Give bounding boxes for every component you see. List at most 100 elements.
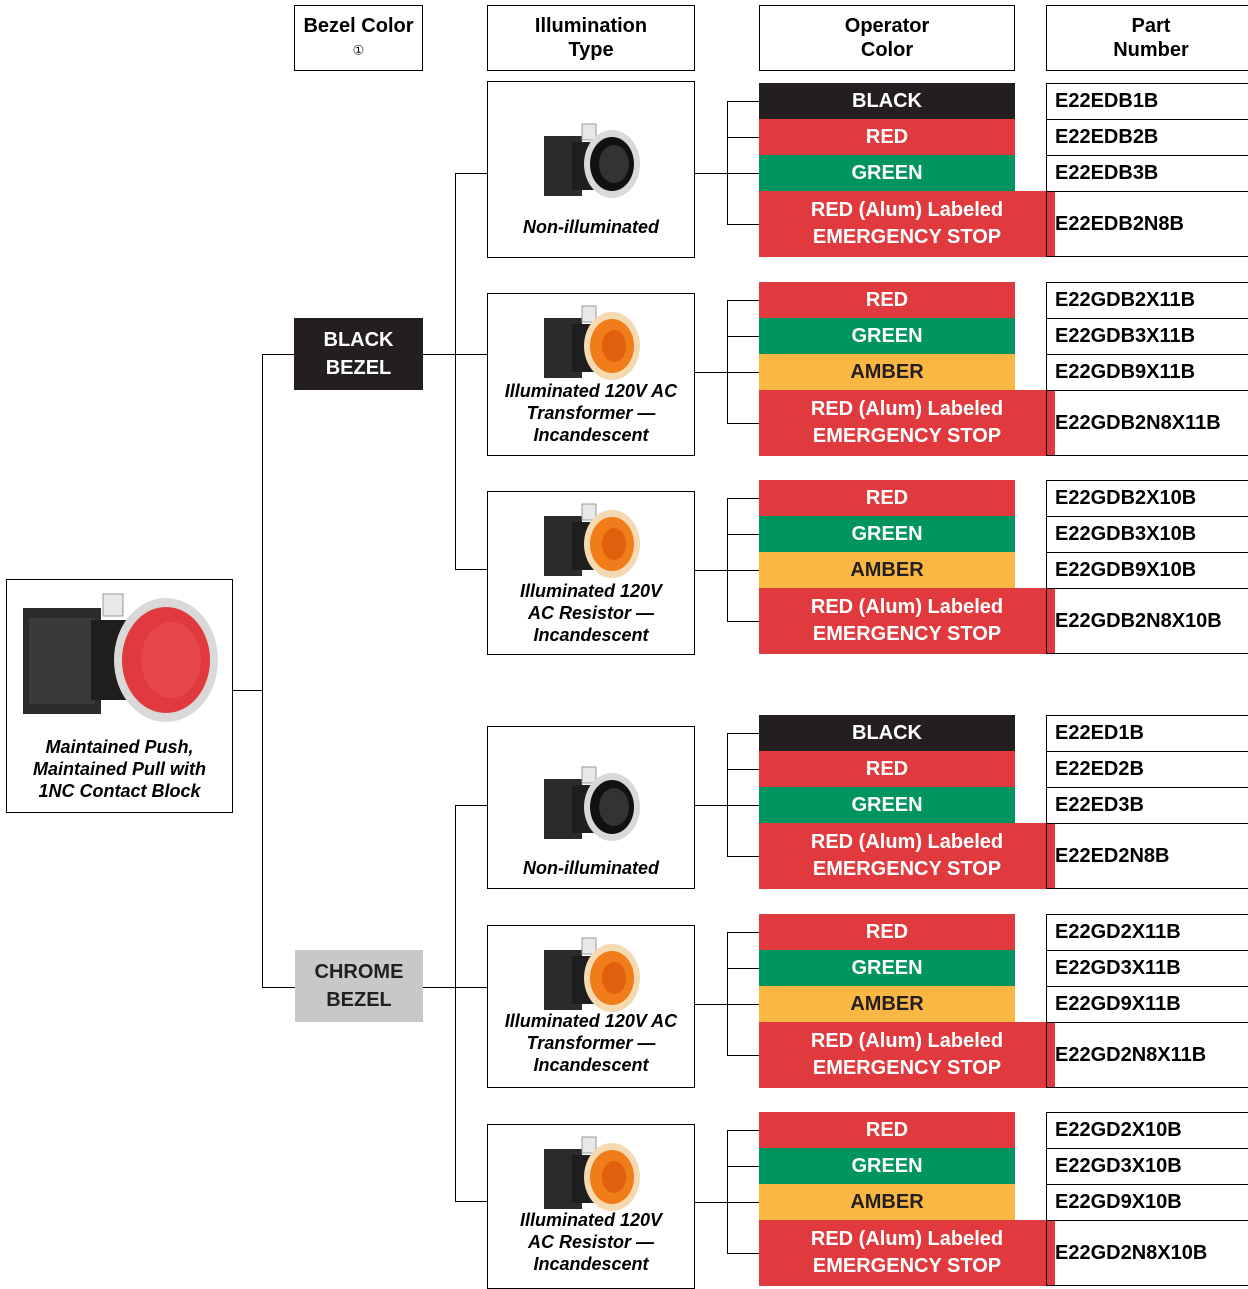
connector bbox=[455, 173, 456, 569]
connector bbox=[727, 968, 759, 969]
part-number: E22GDB3X10B bbox=[1046, 516, 1248, 552]
connector bbox=[727, 336, 759, 337]
connector bbox=[233, 690, 263, 691]
connector bbox=[727, 733, 728, 857]
operator-color-red: RED bbox=[759, 480, 1015, 516]
non-illuminated-operator-image bbox=[544, 123, 640, 198]
operator-color-emergency-stop: RED (Alum) Labeled EMERGENCY STOP bbox=[759, 390, 1055, 456]
connector bbox=[727, 101, 759, 102]
operator-color-emergency-stop: RED (Alum) Labeled EMERGENCY STOP bbox=[759, 1022, 1055, 1088]
connector bbox=[727, 300, 759, 301]
connector bbox=[727, 224, 759, 225]
part-number-group bbox=[1046, 282, 1248, 456]
operator-color-green: GREEN bbox=[759, 516, 1015, 552]
connector bbox=[695, 173, 728, 174]
connector bbox=[727, 1004, 759, 1005]
connector bbox=[727, 570, 759, 571]
part-number: E22GD2X10B bbox=[1055, 1118, 1182, 1141]
part-number: E22EDB2B bbox=[1046, 119, 1248, 155]
operator-color-green: GREEN bbox=[759, 155, 1015, 191]
operator-color-green: GREEN bbox=[759, 787, 1015, 823]
header-illumination-type: Illumination Type bbox=[487, 5, 695, 71]
part-number: E22GDB9X11B bbox=[1046, 354, 1248, 390]
connector bbox=[727, 621, 759, 622]
part-number: E22GDB2X11B bbox=[1055, 288, 1196, 311]
connector bbox=[727, 1166, 759, 1167]
connector bbox=[727, 498, 728, 622]
illumination-box: Illuminated 120V AC Resistor — Incandesc… bbox=[487, 1124, 695, 1289]
illumination-caption: Non-illuminated bbox=[523, 217, 659, 237]
connector bbox=[727, 534, 759, 535]
connector bbox=[423, 354, 456, 355]
part-number: E22GDB3X11B bbox=[1046, 318, 1248, 354]
connector bbox=[695, 1202, 728, 1203]
operator-color-amber: AMBER bbox=[759, 552, 1015, 588]
part-number: E22ED1B bbox=[1055, 721, 1144, 744]
connector bbox=[695, 1004, 728, 1005]
connector bbox=[727, 733, 759, 734]
part-number: E22GD9X10B bbox=[1046, 1184, 1248, 1220]
illuminated-operator-image bbox=[544, 503, 640, 578]
connector bbox=[727, 137, 759, 138]
connector bbox=[727, 300, 728, 424]
connector bbox=[727, 1130, 728, 1254]
illumination-box: Non-illuminated bbox=[487, 726, 695, 889]
illumination-caption: Illuminated 120V AC Resistor — Incandesc… bbox=[519, 581, 663, 645]
part-number: E22GD2N8X11B bbox=[1046, 1022, 1248, 1088]
connector bbox=[262, 354, 263, 988]
operator-color-red: RED bbox=[759, 751, 1015, 787]
connector bbox=[455, 987, 487, 988]
connector bbox=[727, 1055, 759, 1056]
part-number: E22EDB1B bbox=[1055, 89, 1159, 112]
push-pull-operator-image bbox=[23, 593, 218, 722]
operator-color-red: RED bbox=[759, 1112, 1015, 1148]
illumination-box: Illuminated 120V AC Resistor — Incandesc… bbox=[487, 491, 695, 655]
connector bbox=[727, 423, 759, 424]
connector bbox=[727, 498, 759, 499]
connector bbox=[695, 372, 728, 373]
connector bbox=[727, 769, 759, 770]
operator-color-amber: AMBER bbox=[759, 986, 1015, 1022]
part-number-group bbox=[1046, 480, 1248, 654]
operator-color-green: GREEN bbox=[759, 950, 1015, 986]
root-caption: Maintained Push, Maintained Pull with 1N… bbox=[32, 737, 206, 801]
illumination-box: Illuminated 120V AC Transformer — Incand… bbox=[487, 293, 695, 456]
connector bbox=[262, 987, 295, 988]
operator-color-red: RED bbox=[759, 914, 1015, 950]
part-number-group bbox=[1046, 914, 1248, 1088]
part-number: E22ED3B bbox=[1046, 787, 1248, 823]
illuminated-operator-image bbox=[544, 1136, 640, 1211]
connector bbox=[695, 805, 728, 806]
connector bbox=[727, 932, 728, 1056]
illumination-caption: Non-illuminated bbox=[523, 858, 659, 878]
part-number-group bbox=[1046, 83, 1248, 257]
operator-color-emergency-stop: RED (Alum) Labeled EMERGENCY STOP bbox=[759, 1220, 1055, 1286]
connector bbox=[695, 570, 728, 571]
connector bbox=[727, 932, 759, 933]
connector bbox=[455, 173, 487, 174]
operator-color-green: GREEN bbox=[759, 318, 1015, 354]
header-bezel-color: Bezel Color ① bbox=[294, 5, 423, 71]
part-number: E22GDB2N8X11B bbox=[1046, 390, 1248, 456]
part-number: E22GD2X11B bbox=[1055, 920, 1181, 943]
illumination-caption: Illuminated 120V AC Resistor — Incandesc… bbox=[519, 1210, 663, 1274]
operator-color-red: RED bbox=[759, 282, 1015, 318]
connector bbox=[423, 987, 456, 988]
connector bbox=[455, 805, 456, 1202]
operator-color-red: RED bbox=[759, 119, 1015, 155]
part-number: E22GD3X10B bbox=[1046, 1148, 1248, 1184]
footnote-marker: ① bbox=[352, 42, 365, 58]
part-number: E22GD9X11B bbox=[1046, 986, 1248, 1022]
part-number: E22ED2N8B bbox=[1046, 823, 1248, 889]
connector bbox=[727, 372, 759, 373]
illuminated-operator-image bbox=[544, 305, 640, 380]
connector bbox=[262, 354, 294, 355]
part-number: E22EDB3B bbox=[1046, 155, 1248, 191]
connector bbox=[727, 856, 759, 857]
part-number: E22GD2N8X10B bbox=[1046, 1220, 1248, 1286]
part-number: E22ED2B bbox=[1046, 751, 1248, 787]
illuminated-operator-image bbox=[544, 937, 640, 1012]
part-number: E22EDB2N8B bbox=[1046, 191, 1248, 257]
non-illuminated-operator-image bbox=[544, 766, 640, 841]
connector bbox=[727, 101, 728, 225]
